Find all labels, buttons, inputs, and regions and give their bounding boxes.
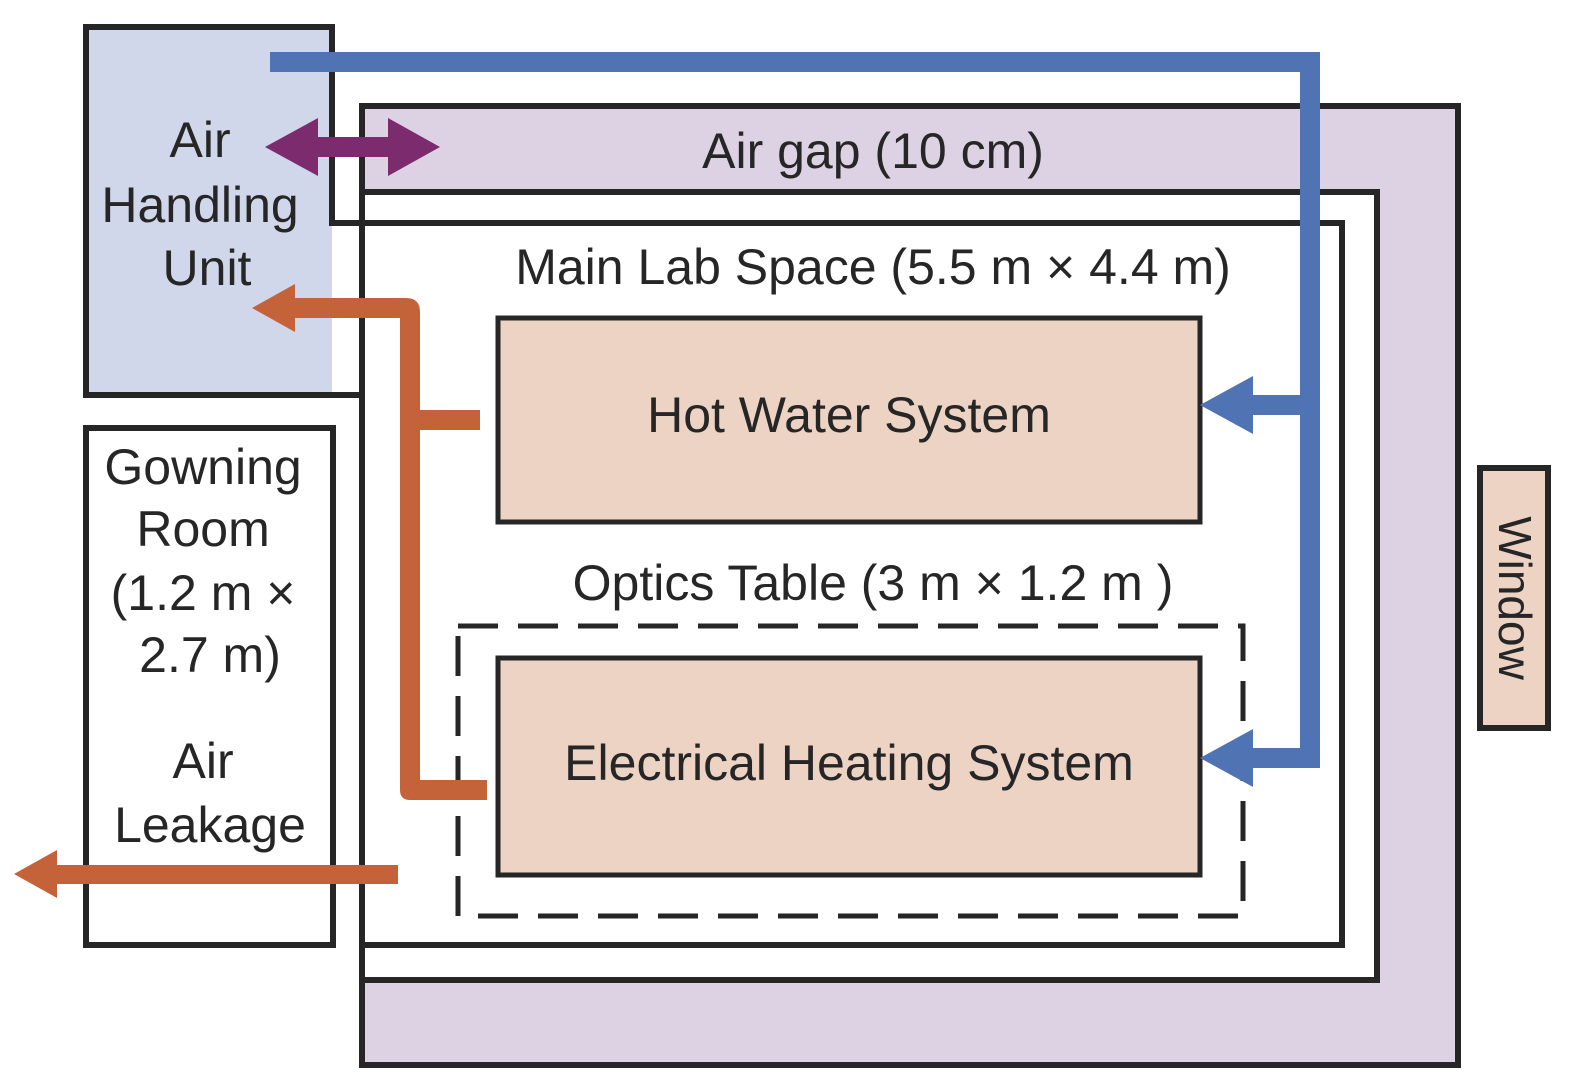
air-gap-label: Air gap (10 cm) (702, 123, 1044, 179)
exchange-arrowhead-left (265, 118, 318, 176)
air-exchange-arrow (265, 118, 440, 176)
return-air-duct (252, 284, 487, 800)
return-air-line (295, 298, 487, 800)
gowning-label-line-2: Room (136, 501, 269, 557)
supply-arrowhead-hot-water (1200, 376, 1253, 434)
return-arrowhead-ahu (252, 284, 295, 332)
electrical-heating-system (495, 655, 1203, 878)
ahu-label-line-2: Handling (101, 177, 298, 233)
gowning-label-line-1: Gowning (104, 439, 301, 495)
leakage-label-line-1: Air (172, 733, 233, 789)
leakage-arrowhead (14, 850, 57, 898)
gowning-label-line-3: (1.2 m × (111, 565, 296, 621)
ahu-label-line-3: Unit (163, 240, 252, 296)
air-leakage-arrow (14, 850, 398, 898)
gowning-label: Gowning Room (1.2 m × 2.7 m) (104, 439, 315, 683)
hot-water-system (495, 315, 1203, 525)
hot-water-label: Hot Water System (647, 387, 1051, 443)
optics-table-label: Optics Table (3 m × 1.2 m ) (573, 555, 1174, 611)
leakage-line (55, 865, 398, 884)
window (1477, 465, 1551, 731)
exchange-arrowhead-right (388, 118, 440, 176)
window-label: Window (1489, 516, 1541, 680)
ahu-label: Air Handling Unit (101, 112, 312, 296)
supply-arrowhead-electrical (1200, 729, 1253, 787)
leakage-label-line-2: Leakage (114, 797, 306, 853)
gowning-label-line-4: 2.7 m) (139, 627, 281, 683)
exchange-line (310, 137, 405, 157)
main-lab-border (83, 24, 1345, 948)
electrical-label: Electrical Heating System (564, 735, 1134, 791)
gowning-room (83, 425, 336, 948)
main-lab-label: Main Lab Space (5.5 m × 4.4 m) (515, 239, 1231, 295)
ahu-fill-patch (89, 30, 329, 392)
leakage-label: Air Leakage (114, 733, 306, 853)
ahu-label-line-1: Air (169, 112, 230, 168)
supply-air-duct (270, 52, 1320, 787)
